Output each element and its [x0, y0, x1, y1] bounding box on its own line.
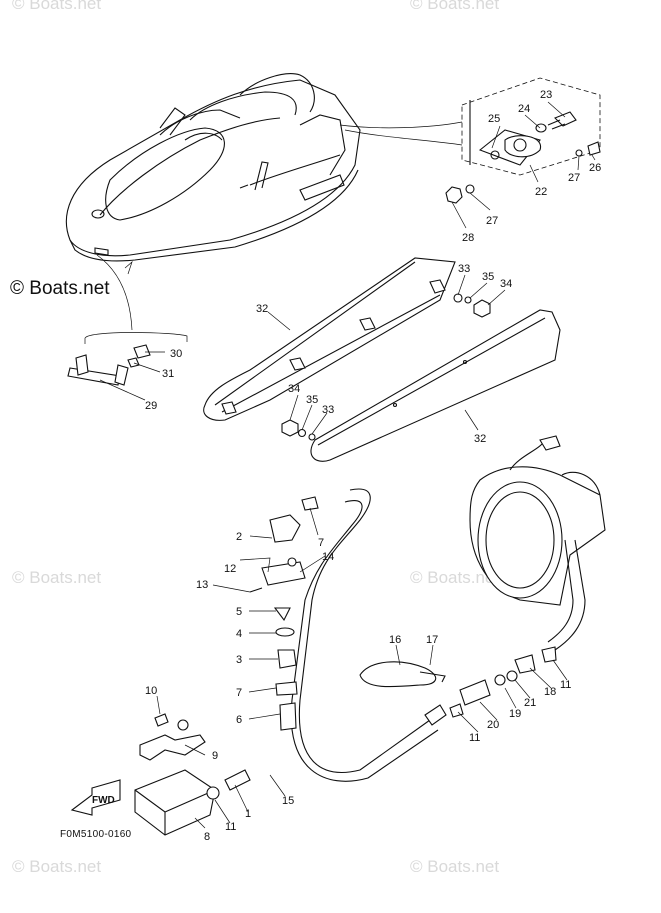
callout-32a: 32: [256, 303, 268, 315]
callout-21: 21: [524, 697, 536, 709]
callout-16: 16: [389, 634, 401, 646]
callout-35b: 35: [306, 394, 318, 406]
sponson-upper: [203, 257, 456, 421]
callout-19: 19: [509, 708, 521, 720]
callout-1: 1: [245, 808, 251, 820]
callout-10: 10: [145, 685, 157, 697]
lower-left-parts: [134, 713, 220, 836]
callout-29: 29: [145, 400, 157, 412]
callout-9: 9: [212, 750, 218, 762]
callout-33a: 33: [458, 263, 470, 275]
callout-11b: 11: [469, 732, 480, 744]
callout-25: 25: [488, 113, 500, 125]
callout-27a: 27: [568, 172, 580, 184]
fwd-arrow: FWD: [70, 779, 121, 816]
callout-20: 20: [487, 719, 499, 731]
callout-18: 18: [544, 686, 556, 698]
callout-15: 15: [282, 795, 294, 807]
callout-12: 12: [224, 563, 236, 575]
callout-numbers: 23 24 25 22 27 26 27 28 33 35 34 32 34 3…: [145, 89, 601, 843]
callout-22: 22: [535, 186, 547, 198]
callout-24: 24: [518, 103, 530, 115]
callout-27b: 27: [486, 215, 498, 227]
watermark-mid-right: © Boats.net: [410, 568, 500, 587]
drain-plug-group: [445, 77, 601, 204]
watermark-main: © Boats.net: [10, 278, 110, 299]
sponson-lower: [310, 309, 561, 462]
callout-23: 23: [540, 89, 552, 101]
watermark-bottom-left: © Boats.net: [12, 857, 102, 876]
callout-2: 2: [236, 531, 242, 543]
leader-hull-to-plug: [339, 121, 463, 129]
callout-34a: 34: [500, 278, 512, 290]
callout-leaders: [99, 101, 596, 829]
fwd-label: FWD: [92, 795, 115, 806]
callout-28: 28: [462, 232, 474, 244]
callout-32b: 32: [474, 433, 486, 445]
callout-3: 3: [236, 654, 242, 666]
callout-6: 6: [236, 714, 242, 726]
callout-8: 8: [204, 831, 210, 843]
callout-13: 13: [196, 579, 208, 591]
fitting-stack: [249, 496, 319, 731]
callout-7a: 7: [318, 537, 324, 549]
right-fittings: [449, 646, 557, 718]
watermark-mid-left: © Boats.net: [12, 568, 102, 587]
jet-nozzle-housing: [469, 435, 606, 651]
callout-14: 14: [322, 551, 334, 563]
callout-35a: 35: [482, 271, 494, 283]
watermark-top-right: © Boats.net: [410, 0, 500, 13]
cable-ties: [359, 661, 446, 688]
watercraft-illustration: [65, 73, 361, 262]
callout-5: 5: [236, 606, 242, 618]
callout-11a: 11: [225, 821, 236, 833]
callout-11c: 11: [560, 679, 571, 691]
callout-33b: 33: [322, 404, 334, 416]
callout-17: 17: [426, 634, 438, 646]
callout-7b: 7: [236, 687, 242, 699]
callout-4: 4: [236, 628, 242, 640]
callout-26: 26: [589, 162, 601, 174]
watermark-bottom-right: © Boats.net: [410, 857, 500, 876]
callout-34b: 34: [288, 383, 300, 395]
diagram-code: F0M5100-0160: [60, 829, 132, 840]
hose-routing: [224, 488, 447, 791]
callout-31: 31: [162, 368, 174, 380]
callout-30: 30: [170, 348, 182, 360]
watermark-top-left: © Boats.net: [12, 0, 102, 13]
